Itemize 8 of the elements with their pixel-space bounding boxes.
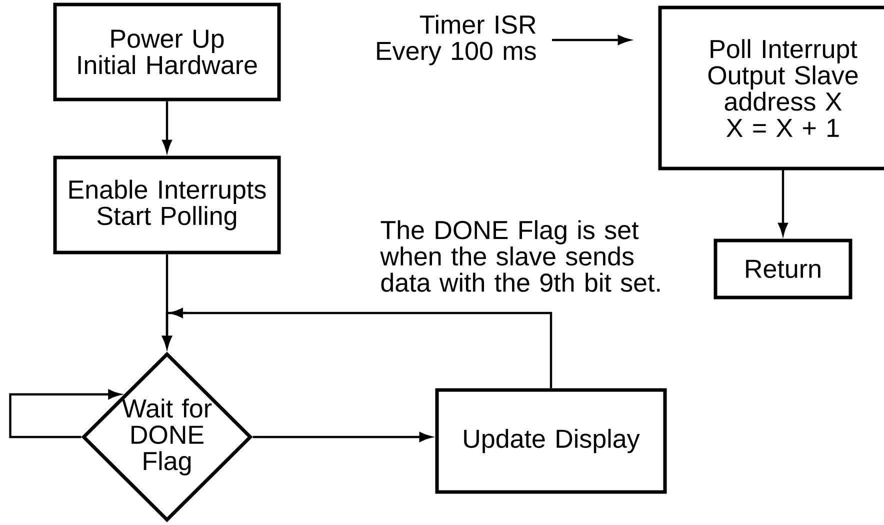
process-box: Power Up Initial Hardware [53,2,281,102]
process-box: Return [714,238,852,300]
arrow [162,308,552,388]
note-text: The DONE Flag is set when the slave sends data with the 9th bit set. [380,220,660,292]
process-box: Enable Interrupts Start Polling [53,156,281,254]
trigger-text: Timer ISR Every 100 ms [377,14,536,66]
process-box: Update Display [435,388,667,494]
process-box: Poll Interrupt Output Slave address X X = X + 1 [658,6,884,170]
